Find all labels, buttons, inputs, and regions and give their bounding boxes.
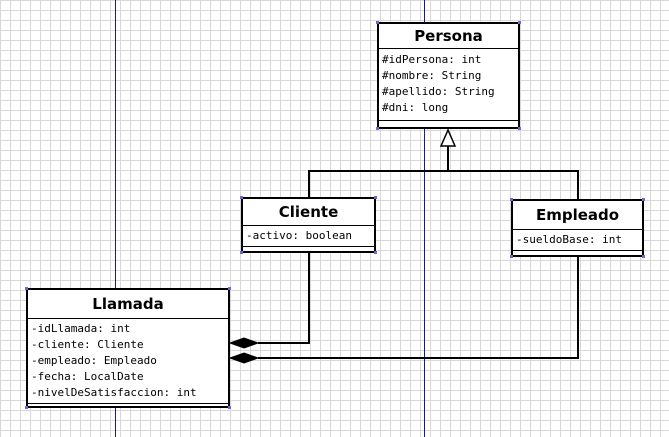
selection-handle[interactable] [228, 406, 231, 409]
page-break-line-right [424, 0, 425, 437]
selection-handle[interactable] [510, 255, 513, 258]
class-cliente-name: Cliente [243, 199, 374, 226]
class-llamada-operations [28, 404, 228, 409]
class-empleado-attributes: -sueldoBase: int [513, 230, 642, 251]
selection-handle[interactable] [25, 406, 28, 409]
selection-handle[interactable] [518, 127, 521, 130]
attribute: -fecha: LocalDate [31, 370, 144, 383]
attribute: -cliente: Cliente [31, 338, 144, 351]
class-llamada[interactable]: Llamada -idLlamada: int -cliente: Client… [26, 288, 230, 408]
generalization-line-cliente[interactable] [308, 146, 449, 197]
selection-handle[interactable] [374, 196, 377, 199]
page-break-line-left [115, 0, 116, 437]
class-cliente-operations [243, 247, 374, 252]
generalization-line-empleado[interactable] [448, 170, 579, 199]
selection-handle[interactable] [240, 196, 243, 199]
composition-diamond-cliente [228, 337, 260, 349]
attribute: -activo: boolean [246, 229, 352, 242]
class-cliente[interactable]: Cliente -activo: boolean [241, 197, 376, 253]
class-persona-operations [379, 121, 518, 128]
selection-handle[interactable] [510, 198, 513, 201]
attribute: -nivelDeSatisfaccion: int [31, 386, 197, 399]
selection-handle[interactable] [240, 251, 243, 254]
generalization-arrowhead [439, 128, 457, 147]
composition-line-cliente[interactable] [258, 253, 310, 344]
attribute: #idPersona: int [382, 53, 482, 66]
class-persona-name: Persona [379, 24, 518, 49]
selection-handle[interactable] [228, 287, 231, 290]
selection-handle[interactable] [642, 198, 645, 201]
class-cliente-attributes: -activo: boolean [243, 226, 374, 247]
class-empleado-operations [513, 251, 642, 256]
class-llamada-name: Llamada [28, 290, 228, 319]
composition-diamond-empleado [228, 352, 260, 364]
selection-handle[interactable] [518, 21, 521, 24]
attribute: -empleado: Empleado [31, 354, 157, 367]
attribute: #dni: long [382, 101, 449, 114]
selection-handle[interactable] [25, 287, 28, 290]
attribute: #apellido: String [382, 85, 495, 98]
class-persona-attributes: #idPersona: int #nombre: String #apellid… [379, 49, 518, 121]
class-persona[interactable]: Persona #idPersona: int #nombre: String … [377, 22, 520, 129]
attribute: #nombre: String [382, 69, 482, 82]
composition-line-empleado[interactable] [258, 257, 579, 359]
selection-handle[interactable] [374, 251, 377, 254]
selection-handle[interactable] [642, 255, 645, 258]
class-empleado-name: Empleado [513, 201, 642, 230]
attribute: -idLlamada: int [31, 322, 131, 335]
attribute: -sueldoBase: int [516, 233, 622, 246]
selection-handle[interactable] [376, 21, 379, 24]
class-llamada-attributes: -idLlamada: int -cliente: Cliente -emple… [28, 319, 228, 404]
selection-handle[interactable] [376, 127, 379, 130]
class-empleado[interactable]: Empleado -sueldoBase: int [511, 199, 644, 257]
